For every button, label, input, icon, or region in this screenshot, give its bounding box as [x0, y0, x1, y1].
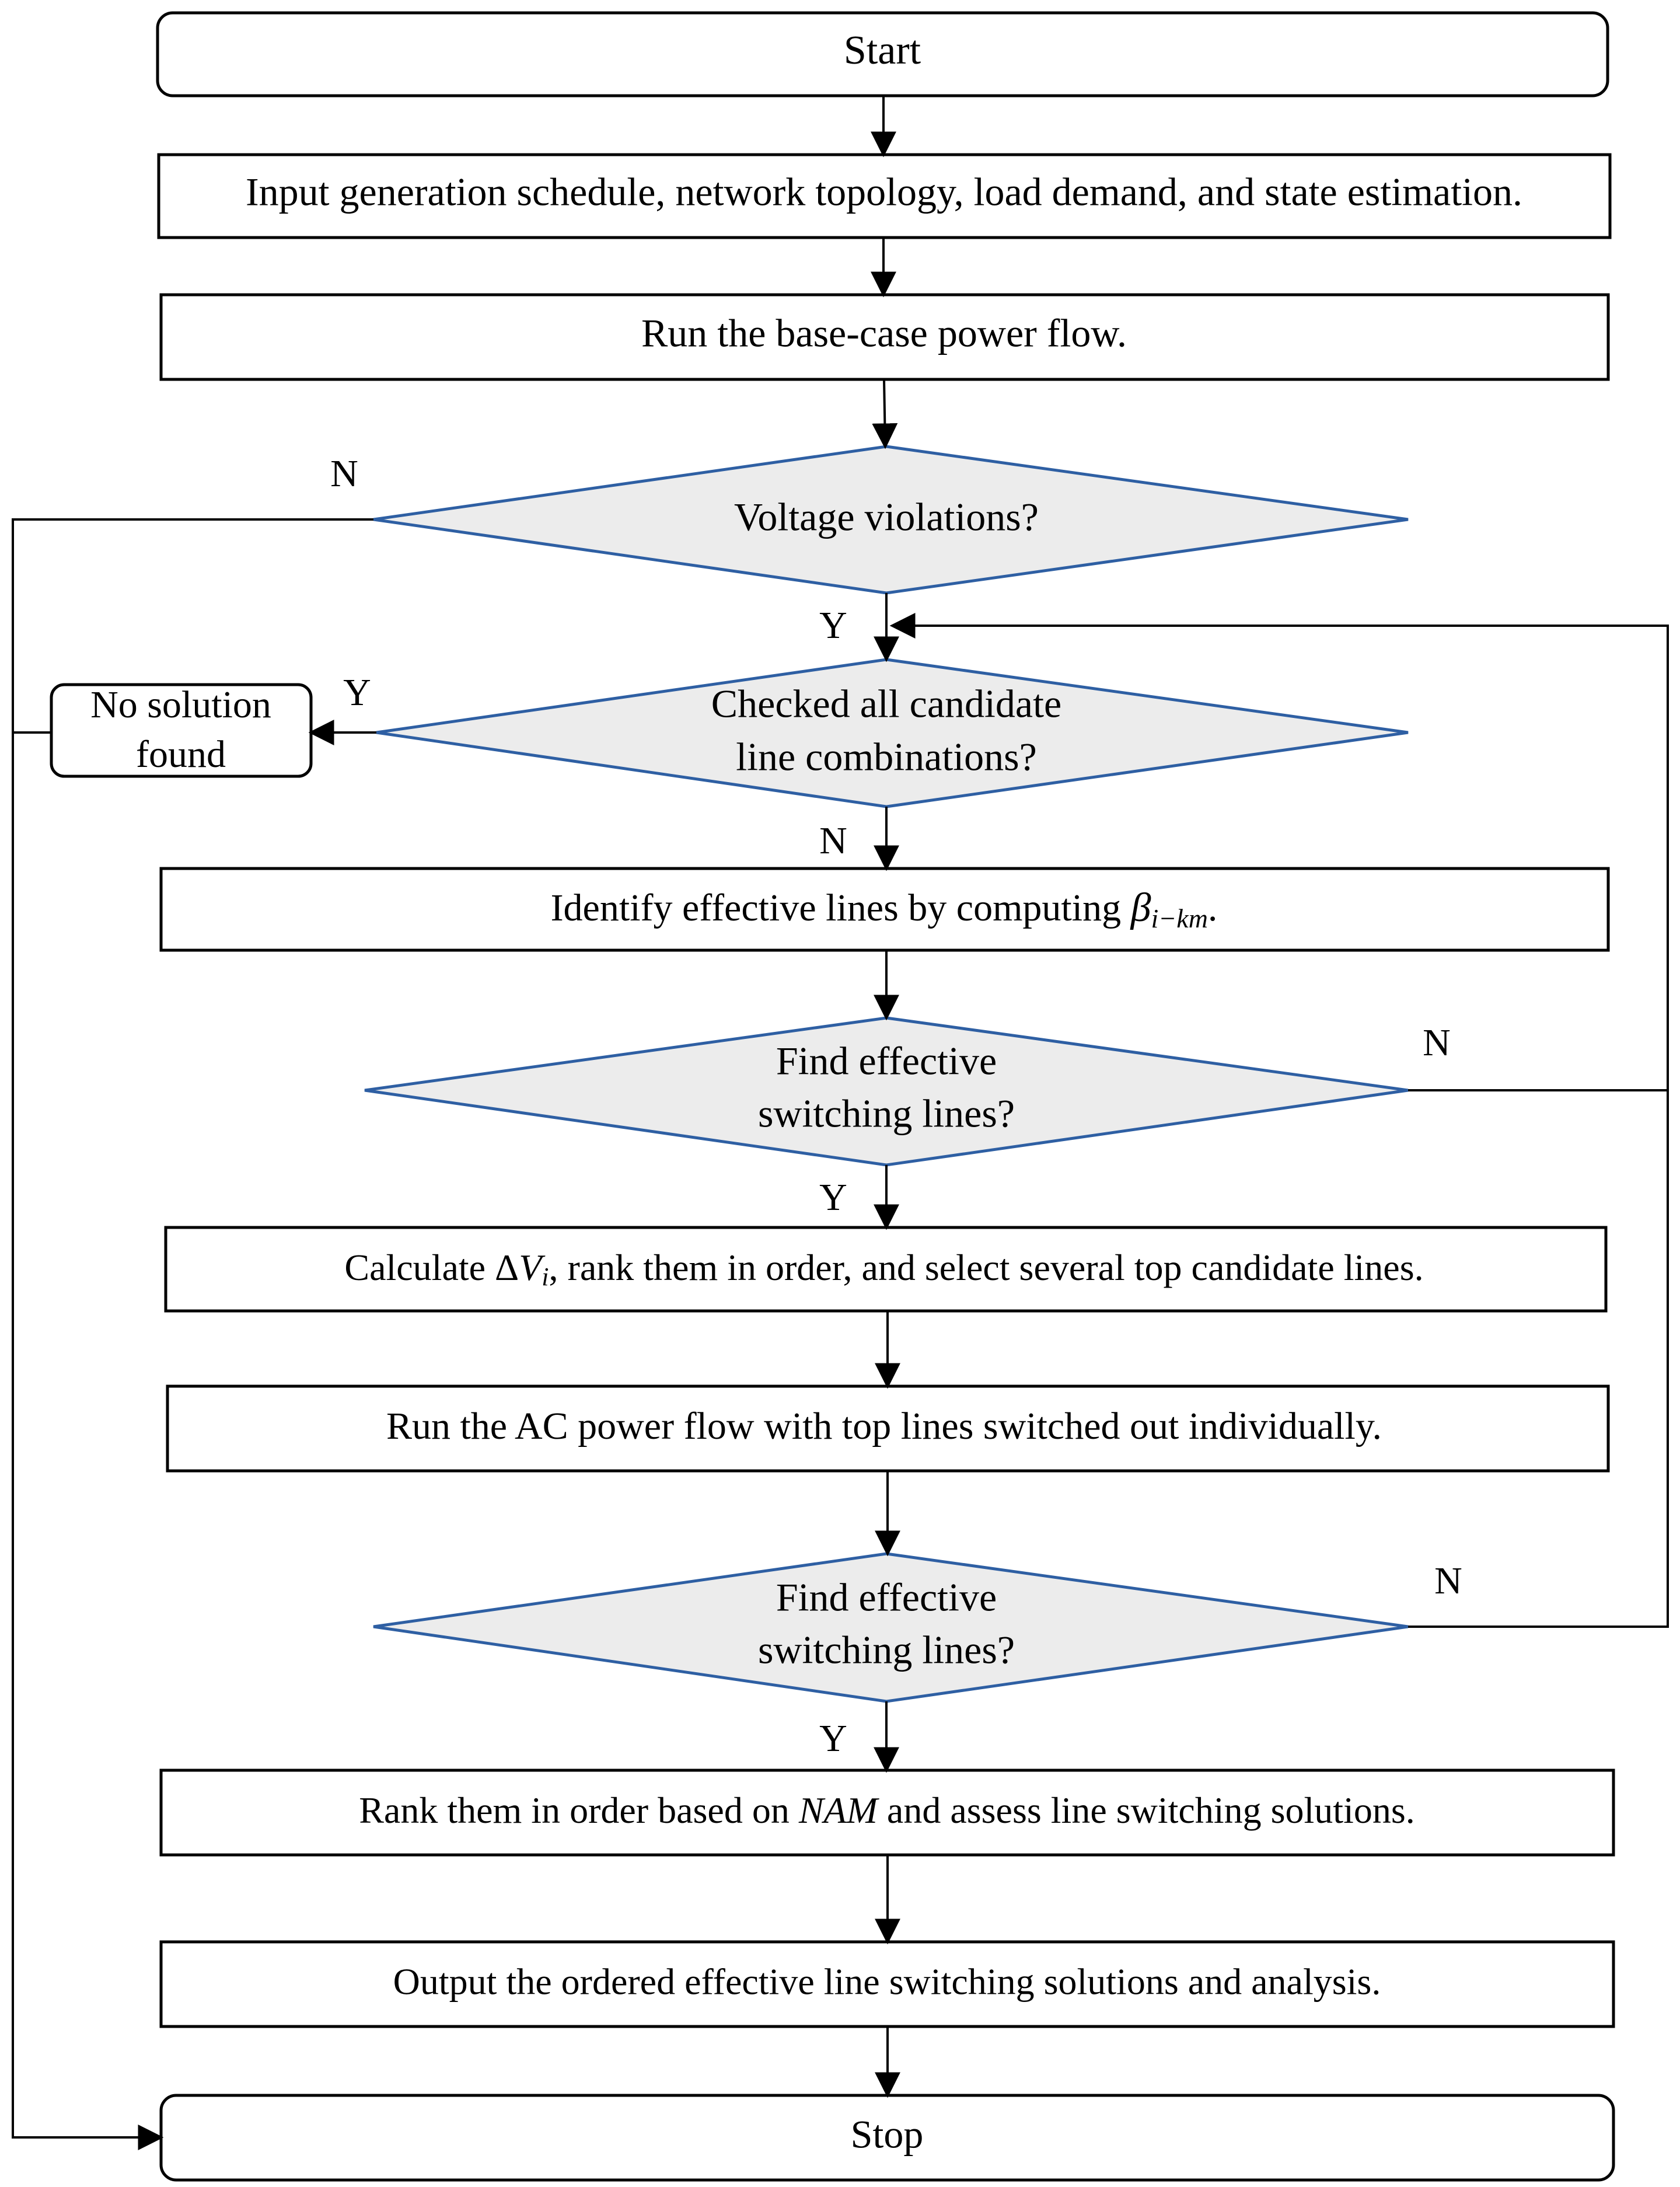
- arrow-voltage-no-to-stop: [12, 518, 373, 2150]
- rank-box: [159, 1769, 1615, 1857]
- rank-rest: and assess line switching solutions.: [878, 1790, 1415, 1831]
- arrow-base-flow-to-voltage: [872, 379, 898, 449]
- calculate-label: Calculate ΔVi, rank them in order, and s…: [344, 1247, 1423, 1291]
- input-label: Input generation schedule, network topol…: [246, 170, 1522, 214]
- label-voltage-yes: Y: [819, 604, 847, 647]
- identify-label: Identify effective lines by computing βi…: [551, 885, 1218, 933]
- beta-subscript: i−km: [1151, 904, 1207, 933]
- checked-decision-label-line1: Checked all candidate: [711, 682, 1061, 726]
- beta-symbol: β: [1130, 885, 1151, 930]
- input-box: [157, 153, 1612, 239]
- voltage-decision-label: Voltage violations?: [734, 495, 1039, 539]
- stop-label: Stop: [851, 2112, 924, 2157]
- identify-text: Identify effective lines by computing: [551, 887, 1131, 929]
- rank-text: Rank them in order based on: [359, 1790, 799, 1831]
- find-effective-1-label-line1: Find effective: [776, 1039, 997, 1083]
- identify-box: [159, 867, 1610, 952]
- base-flow-label: Run the base-case power flow.: [641, 311, 1127, 355]
- calculate-text: Calculate Δ: [344, 1247, 519, 1288]
- find-effective-2-label-line1: Find effective: [776, 1575, 997, 1620]
- label-find2-no: N: [1434, 1560, 1462, 1602]
- rank-label: Rank them in order based on NAM and asse…: [359, 1790, 1415, 1831]
- start-label: Start: [844, 28, 921, 73]
- label-find1-no: N: [1423, 1021, 1451, 1064]
- ac-flow-label: Run the AC power flow with top lines swi…: [386, 1405, 1382, 1447]
- checked-decision-label-line2: line combinations?: [736, 735, 1037, 779]
- find-effective-1-label-line2: switching lines?: [758, 1091, 1015, 1136]
- nam-term: NAM: [798, 1790, 880, 1831]
- label-checked-yes: Y: [343, 671, 371, 714]
- label-find2-yes: Y: [819, 1717, 847, 1760]
- arrow-find2-no-loop: [889, 613, 1669, 1628]
- no-solution-label-line2: found: [136, 733, 226, 776]
- no-solution-label-line1: No solution: [90, 683, 271, 726]
- v-symbol: V: [519, 1247, 546, 1288]
- output-label: Output the ordered effective line switch…: [393, 1961, 1381, 2003]
- identify-period: .: [1208, 887, 1218, 929]
- label-checked-no: N: [819, 819, 847, 862]
- find-effective-2-label-line2: switching lines?: [758, 1628, 1015, 1672]
- label-voltage-no: N: [330, 452, 358, 495]
- v-subscript: i: [542, 1262, 549, 1291]
- calculate-rest: , rank them in order, and select several…: [549, 1247, 1424, 1288]
- label-find1-yes: Y: [819, 1176, 847, 1219]
